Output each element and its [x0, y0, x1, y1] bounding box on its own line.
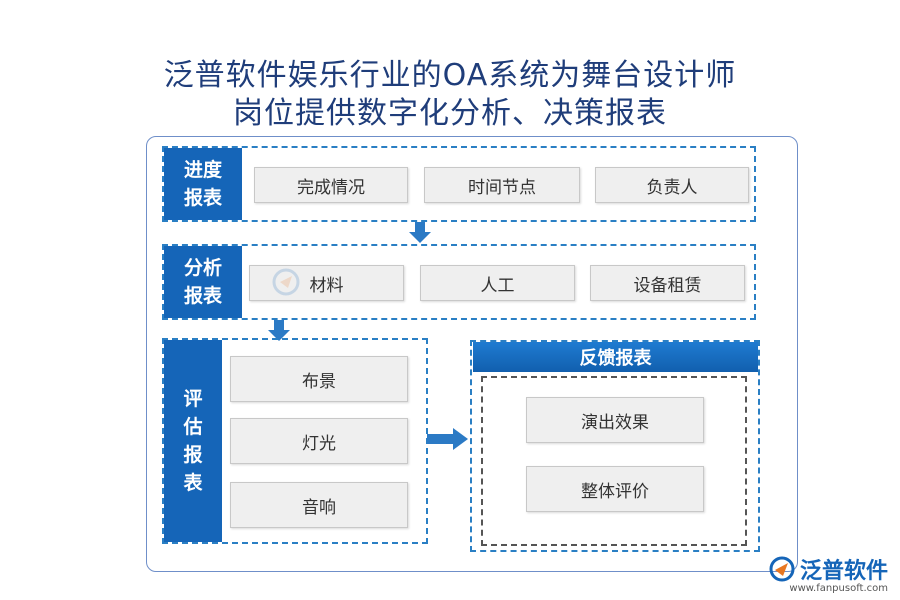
evaluation-label-char: 报: [183, 444, 203, 466]
analysis-item-labor: 人工: [420, 265, 575, 301]
analysis-label-bottom: 报表: [183, 285, 222, 307]
feedback-inner-box: [481, 376, 747, 546]
diagram-title-line2: 岗位提供数字化分析、决策报表: [233, 96, 667, 131]
evaluation-item-scenery: 布景: [230, 356, 408, 402]
analysis-report-label: 分析报表: [164, 246, 242, 318]
evaluation-label-char: 估: [183, 416, 203, 438]
feedback-report-group: [470, 340, 760, 552]
analysis-item-materials: 材料: [249, 265, 404, 301]
analysis-label-top: 分析: [183, 257, 222, 279]
feedback-report-title: 反馈报表: [473, 342, 758, 372]
progress-label-top: 进度: [183, 159, 222, 181]
progress-report-label: 进度报表: [164, 148, 242, 220]
progress-report-group: [162, 146, 756, 222]
arrow-down-icon: [268, 320, 290, 341]
progress-item-timeline: 时间节点: [424, 167, 580, 203]
analysis-report-group: [162, 244, 756, 320]
arrow-down-icon: [409, 222, 431, 243]
brand-name: 泛普软件: [799, 559, 888, 584]
outer-frame: [146, 136, 798, 572]
progress-item-owner: 负责人: [595, 167, 749, 203]
feedback-item-overall-evaluation: 整体评价: [526, 466, 704, 512]
evaluation-label-char: 评: [183, 388, 203, 410]
brand-logo: 泛普软件 www.fanpusoft.com: [768, 553, 888, 594]
progress-item-completion: 完成情况: [254, 167, 408, 203]
evaluation-report-label: 评 估 报 表: [164, 340, 222, 542]
brand-url: www.fanpusoft.com: [789, 583, 888, 594]
watermark-logo: [272, 268, 300, 296]
evaluation-item-sound: 音响: [230, 482, 408, 528]
diagram-title-line1: 泛普软件娱乐行业的OA系统为舞台设计师: [163, 58, 737, 93]
arrow-right-icon: [427, 428, 468, 450]
analysis-item-equipment-rental: 设备租赁: [590, 265, 745, 301]
feedback-item-performance: 演出效果: [526, 397, 704, 443]
evaluation-label-char: 表: [183, 472, 203, 494]
evaluation-item-lighting: 灯光: [230, 418, 408, 464]
fanpu-logo-icon: [769, 556, 795, 582]
progress-label-bottom: 报表: [183, 187, 222, 209]
